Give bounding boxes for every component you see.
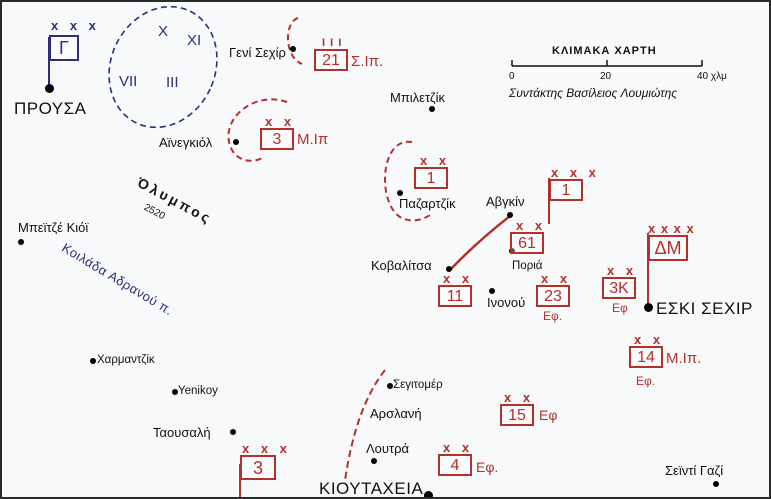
unit-15-echelon: x x	[504, 390, 535, 405]
town-dot-prousa	[45, 84, 54, 93]
town-label-poria: Ποριά	[512, 260, 543, 272]
town-label-avgkin: Αβγκίν	[486, 194, 525, 209]
unit-3corps-symbol: 3	[240, 455, 276, 480]
town-dot-poria	[509, 248, 515, 254]
unit-21-echelon: I I I	[322, 37, 343, 49]
town-label-mpeitze-kioi: Μπεϊτζέ Κιόϊ	[18, 220, 89, 235]
town-label-charmantzik: Χαρμαντζίκ	[97, 354, 155, 366]
town-label-eski-sechir: ΕΣΚΙ ΣΕΧΙΡ	[656, 299, 753, 318]
unit-11-symbol: 11	[438, 285, 472, 307]
unit-3mi-echelon: x x	[265, 114, 296, 129]
town-label-geni-sechir: Γενί Σεχίρ	[229, 45, 286, 60]
town-label-loutra: Λουτρά	[366, 441, 410, 456]
scale-tick-40: 40 χλμ	[697, 71, 727, 82]
town-dot-kioutacheia	[424, 491, 433, 497]
turkish-division-vii: VII	[119, 73, 138, 90]
town-label-arslani: Αρσλανή	[370, 406, 422, 421]
town-dot-taousanli	[230, 429, 236, 435]
unit-4-echelon: x x	[443, 440, 474, 455]
unit-3corps-echelon: x x x	[242, 441, 291, 456]
town-label-ainegkiol: Αϊνεγκιόλ	[159, 135, 213, 150]
unit-dm-symbol: ΔΜ	[648, 235, 688, 261]
unit-23-echelon: x x	[541, 271, 572, 286]
town-label-kovalitsa: Κοβαλίτσα	[371, 258, 432, 273]
cavalry-arc-21	[286, 17, 303, 65]
town-dot-seiti-gazi	[713, 481, 719, 487]
unit-21-type: Σ.Ιπ.	[351, 53, 384, 70]
unit-4-type: Εφ.	[476, 459, 499, 475]
turkish-corps-echelon: x x x	[51, 18, 100, 33]
unit-23-symbol: 23	[536, 285, 570, 307]
town-dot-mpeitze-kioi	[18, 239, 24, 245]
unit-1corps-echelon: x x x	[551, 165, 600, 180]
unit-61-symbol: 61	[510, 232, 544, 254]
town-dot-pazartzik	[397, 190, 403, 196]
town-label-kioutacheia: ΚΙΟΥΤΑΧΕΙΑ	[319, 479, 424, 498]
town-label-pazartzik: Παζαρτζίκ	[399, 196, 456, 211]
unit-14-echelon: x x	[634, 332, 665, 347]
division-arc-1	[384, 140, 431, 222]
town-dot-segitomer	[387, 383, 393, 389]
town-dot-eski-sechir	[644, 303, 653, 312]
town-dot-loutra	[371, 458, 377, 464]
turkish-division-x: X	[158, 23, 169, 40]
scale-title: ΚΛΙΜΑΚΑ ΧΑΡΤΗ	[552, 45, 657, 57]
unit-11-echelon: x x	[443, 271, 474, 286]
turkish-army-ellipse	[108, 5, 218, 129]
unit-61-echelon: x x	[516, 218, 547, 233]
front-line-kovalitsa-avgkin	[449, 215, 511, 271]
town-label-prousa: ΠΡΟΥΣΑ	[14, 99, 87, 118]
unit-14-type: Μ.Ιπ.	[666, 350, 702, 367]
town-dot-ainegkiol	[233, 139, 239, 145]
town-label-mpiletzik: Μπιλετζίκ	[390, 90, 446, 105]
town-dot-avgkin	[507, 212, 513, 218]
unit-15-symbol: 15	[500, 404, 534, 426]
town-dot-geni-sechir	[290, 46, 296, 52]
map-author: Συντάκτης Βασίλειος Λουμιώτης	[509, 86, 678, 100]
unit-3k-symbol: 3Κ	[602, 277, 636, 299]
unit-1corps-symbol: 1	[549, 179, 583, 201]
town-label-inonou: Ινονού	[487, 295, 526, 310]
town-dot-yenikoy	[172, 389, 178, 395]
unit-15-type: Εφ	[539, 407, 558, 423]
town-label-taousanli: Ταουσαλή	[153, 425, 211, 440]
town-label-seiti-gazi: Σεϊντί Γαζί	[665, 463, 724, 478]
unit-21-symbol: 21	[314, 49, 348, 71]
unit-3k-echelon: x x	[607, 263, 638, 278]
unit-4-symbol: 4	[438, 454, 472, 476]
unit-14-subtype: Εφ.	[636, 374, 656, 388]
unit-dm-echelon: x x x x	[648, 221, 695, 236]
scale-tick-20: 20	[600, 71, 612, 82]
unit-14-symbol: 14	[629, 346, 663, 368]
scale-tick-0: 0	[509, 71, 515, 82]
town-dot-mpiletzik	[429, 106, 435, 112]
unit-3mi-symbol: 3	[260, 128, 294, 150]
turkish-division-xi: XI	[187, 32, 202, 49]
front-line-kioutacheia	[344, 369, 386, 481]
town-dot-kovalitsa	[446, 266, 452, 272]
town-dot-charmantzik	[90, 358, 96, 364]
town-dot-inonou	[489, 288, 495, 294]
town-label-segitomer: Σεγιτομέρ	[393, 379, 443, 391]
town-label-yenikoy: Yenikoy	[178, 385, 218, 397]
unit-1-echelon: x x	[420, 153, 451, 168]
unit-23-type: Εφ.	[543, 309, 563, 323]
turkish-division-iii: III	[166, 74, 179, 91]
unit-1-symbol: 1	[414, 167, 448, 189]
unit-3mi-type: Μ.Ιπ	[297, 131, 329, 148]
turkish-corps-symbol: Γ	[49, 35, 79, 61]
unit-3k-type: Εφ	[612, 301, 628, 315]
